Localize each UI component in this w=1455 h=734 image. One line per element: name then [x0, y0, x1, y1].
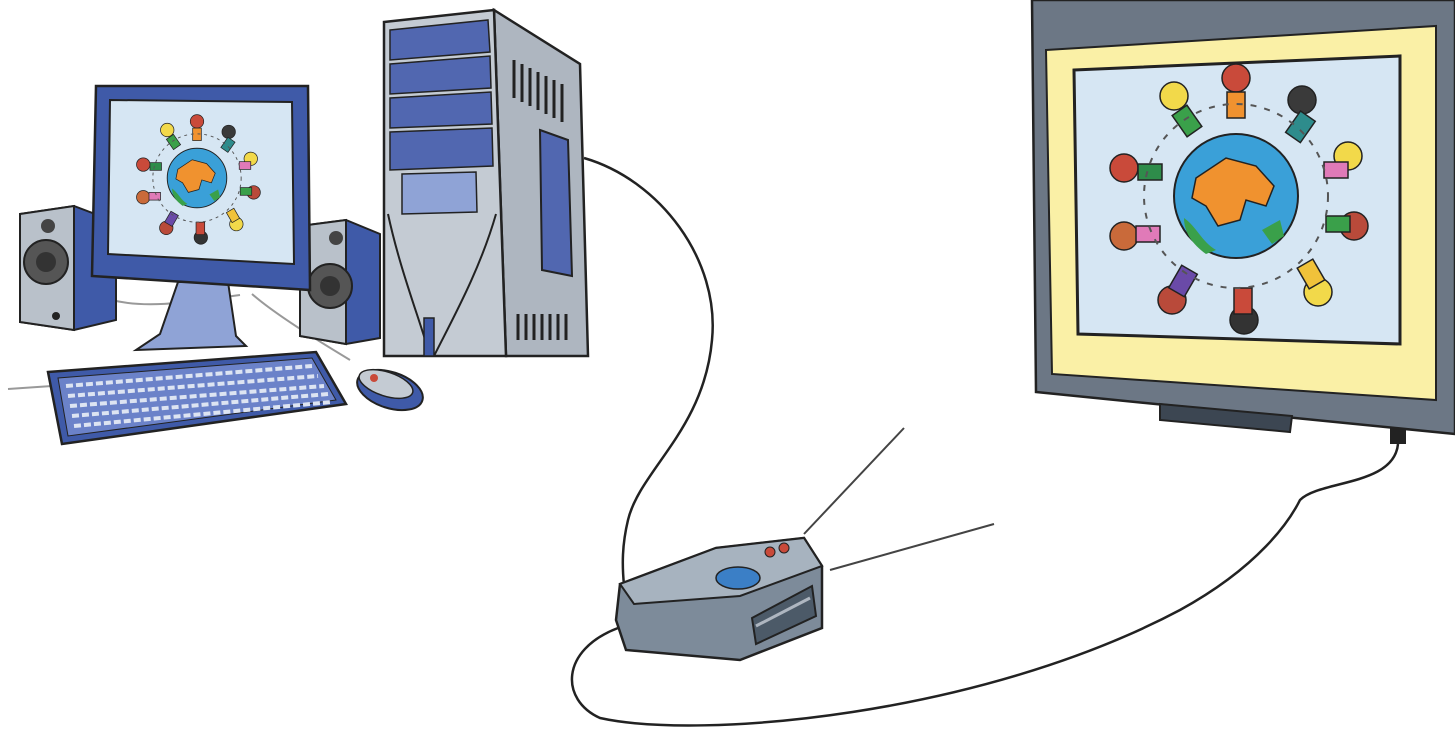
cable-keyboard [8, 386, 52, 389]
projector-beam-bottom [830, 524, 994, 570]
cable-pc-to-projector [584, 158, 713, 585]
projector-beam-top [804, 428, 904, 534]
keyboard [48, 352, 346, 444]
monitor [92, 86, 310, 350]
projector-button [716, 567, 760, 589]
speaker-right [300, 220, 380, 344]
projector [616, 538, 822, 660]
interactive-whiteboard [1032, 0, 1455, 444]
system-unit [384, 10, 588, 356]
mouse [352, 362, 428, 417]
